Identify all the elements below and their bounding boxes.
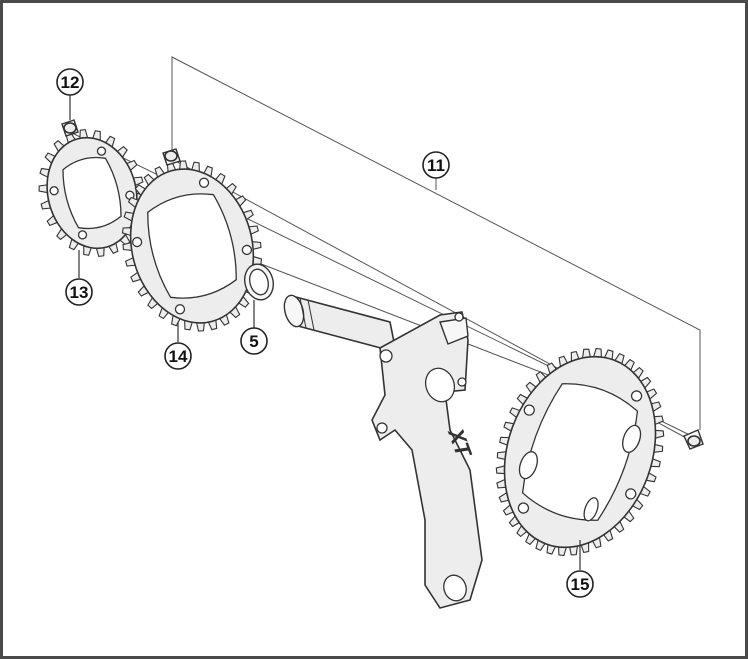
callout-15: 15 (566, 570, 594, 598)
callout-12-label: 12 (61, 73, 80, 92)
callout-5-label: 5 (249, 332, 258, 351)
set-bracket-11 (171, 56, 701, 430)
callout-13: 13 (65, 278, 93, 306)
chainring-bolt-small (61, 119, 79, 137)
crank-arm: XT (371, 311, 483, 609)
callout-14: 14 (164, 342, 192, 370)
callout-14-label: 14 (169, 347, 188, 366)
callout-11-label: 11 (427, 156, 445, 175)
spacer-ring (243, 263, 275, 301)
chainring-nut (683, 429, 704, 450)
large-chainring (495, 347, 665, 557)
callout-5: 5 (240, 327, 268, 355)
chainring-bolt-short (162, 148, 181, 166)
crank-spindle (283, 294, 398, 354)
middle-chainring (121, 160, 263, 332)
callout-11: 11 (422, 151, 450, 179)
callout-13-label: 13 (70, 283, 89, 302)
callout-15-label: 15 (571, 575, 590, 594)
callout-12: 12 (56, 68, 84, 96)
